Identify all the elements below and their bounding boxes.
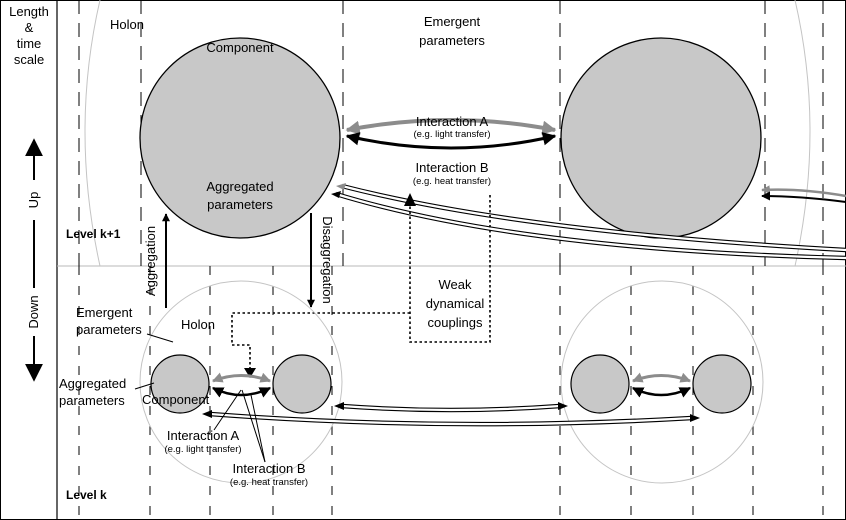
weak-coupling-upward (409, 195, 491, 343)
cross-coupling-2 (202, 410, 700, 427)
lower-component-4 (692, 354, 752, 414)
lower-component-label: Component (142, 392, 210, 407)
scale-axis-title-line4: scale (13, 52, 45, 67)
level-upper-label: Level k+1 (66, 227, 121, 241)
lower-interaction-b-example: (e.g. heat transfer) (229, 477, 309, 488)
scale-axis-title-line1: Length (9, 4, 49, 19)
weak-coupling-downward (231, 312, 410, 368)
emergent-callout-line (146, 333, 174, 343)
scale-axis-title-line2: & (24, 20, 34, 35)
aggregation-label: Aggregation (143, 225, 158, 297)
lower-right-interaction-b-arrow (631, 386, 692, 398)
lower-right-interaction-a-arrow (632, 372, 691, 383)
long-coupling-2 (335, 191, 846, 261)
interaction-b-callout-line-1 (241, 389, 266, 463)
upper-aggregated-label-line1: Aggregated (206, 179, 274, 194)
weak-coupling-upward-head (404, 193, 416, 206)
lower-emergent-label-line2: parameters (76, 322, 142, 337)
interaction-a-callout-line (213, 389, 242, 431)
upper-holon-outline-left (84, 0, 101, 267)
up-label: Up (26, 191, 41, 209)
upper-interaction-a-example: (e.g. light transfer) (413, 129, 491, 140)
long-coupling-1 (341, 183, 846, 253)
lower-interaction-a-label: Interaction A (166, 428, 240, 443)
lower-interaction-b-label: Interaction B (232, 461, 306, 476)
upper-component-right (560, 37, 762, 239)
lower-component-3 (570, 354, 630, 414)
aggregated-callout-line (134, 382, 155, 390)
upper-interaction-a-arrow (345, 118, 557, 135)
right-edge-coupling-black (761, 191, 846, 203)
lower-left-interaction-b-arrow (211, 386, 272, 398)
weak-couplings-label-line2: dynamical (425, 296, 485, 311)
upper-component-label: Component (206, 40, 274, 55)
lower-component-2 (272, 354, 332, 414)
upper-emergent-label-line1: Emergent (423, 14, 481, 29)
lower-holon-label: Holon (181, 317, 215, 332)
up-label-bg (24, 180, 44, 220)
lower-emergent-label-line1: Emergent (76, 305, 133, 320)
lower-projection-lines (78, 266, 824, 520)
cross-coupling-1 (334, 402, 568, 413)
lower-holon-right-outline (560, 280, 764, 484)
disaggregation-label: Disaggregation (320, 216, 335, 304)
right-edge-coupling-gray (761, 185, 846, 198)
upper-component-left (139, 37, 341, 239)
weak-couplings-label-line1: Weak (438, 277, 472, 292)
down-label-bg (24, 288, 44, 336)
upper-interaction-b-example: (e.g. heat transfer) (412, 176, 492, 187)
weak-couplings-label-line3: couplings (427, 315, 483, 330)
upper-aggregated-label-line2: parameters (207, 197, 273, 212)
down-label: Down (26, 295, 41, 329)
lower-aggregated-label-line2: parameters (59, 393, 125, 408)
lower-interaction-a-example: (e.g. light transfer) (164, 444, 242, 455)
lower-holon-left-outline (139, 280, 343, 484)
upper-interaction-b-arrow (345, 132, 557, 150)
coupling-arrowhead-black (331, 191, 341, 198)
upper-holon-outline-right (794, 0, 811, 267)
scale-axis-title-line3: time (16, 36, 42, 51)
upper-emergent-label-line2: parameters (419, 33, 485, 48)
upper-interaction-a-label: Interaction A (415, 114, 489, 129)
lower-aggregated-label-line1: Aggregated (59, 376, 127, 391)
upper-holon-label: Holon (110, 17, 144, 32)
level-lower-label: Level k (66, 488, 107, 502)
upper-interaction-b-label: Interaction B (415, 160, 489, 175)
coupling-arrowhead-gray (336, 183, 346, 190)
lower-left-interaction-a-arrow (212, 372, 271, 383)
interaction-b-callout-line-2 (250, 394, 266, 463)
